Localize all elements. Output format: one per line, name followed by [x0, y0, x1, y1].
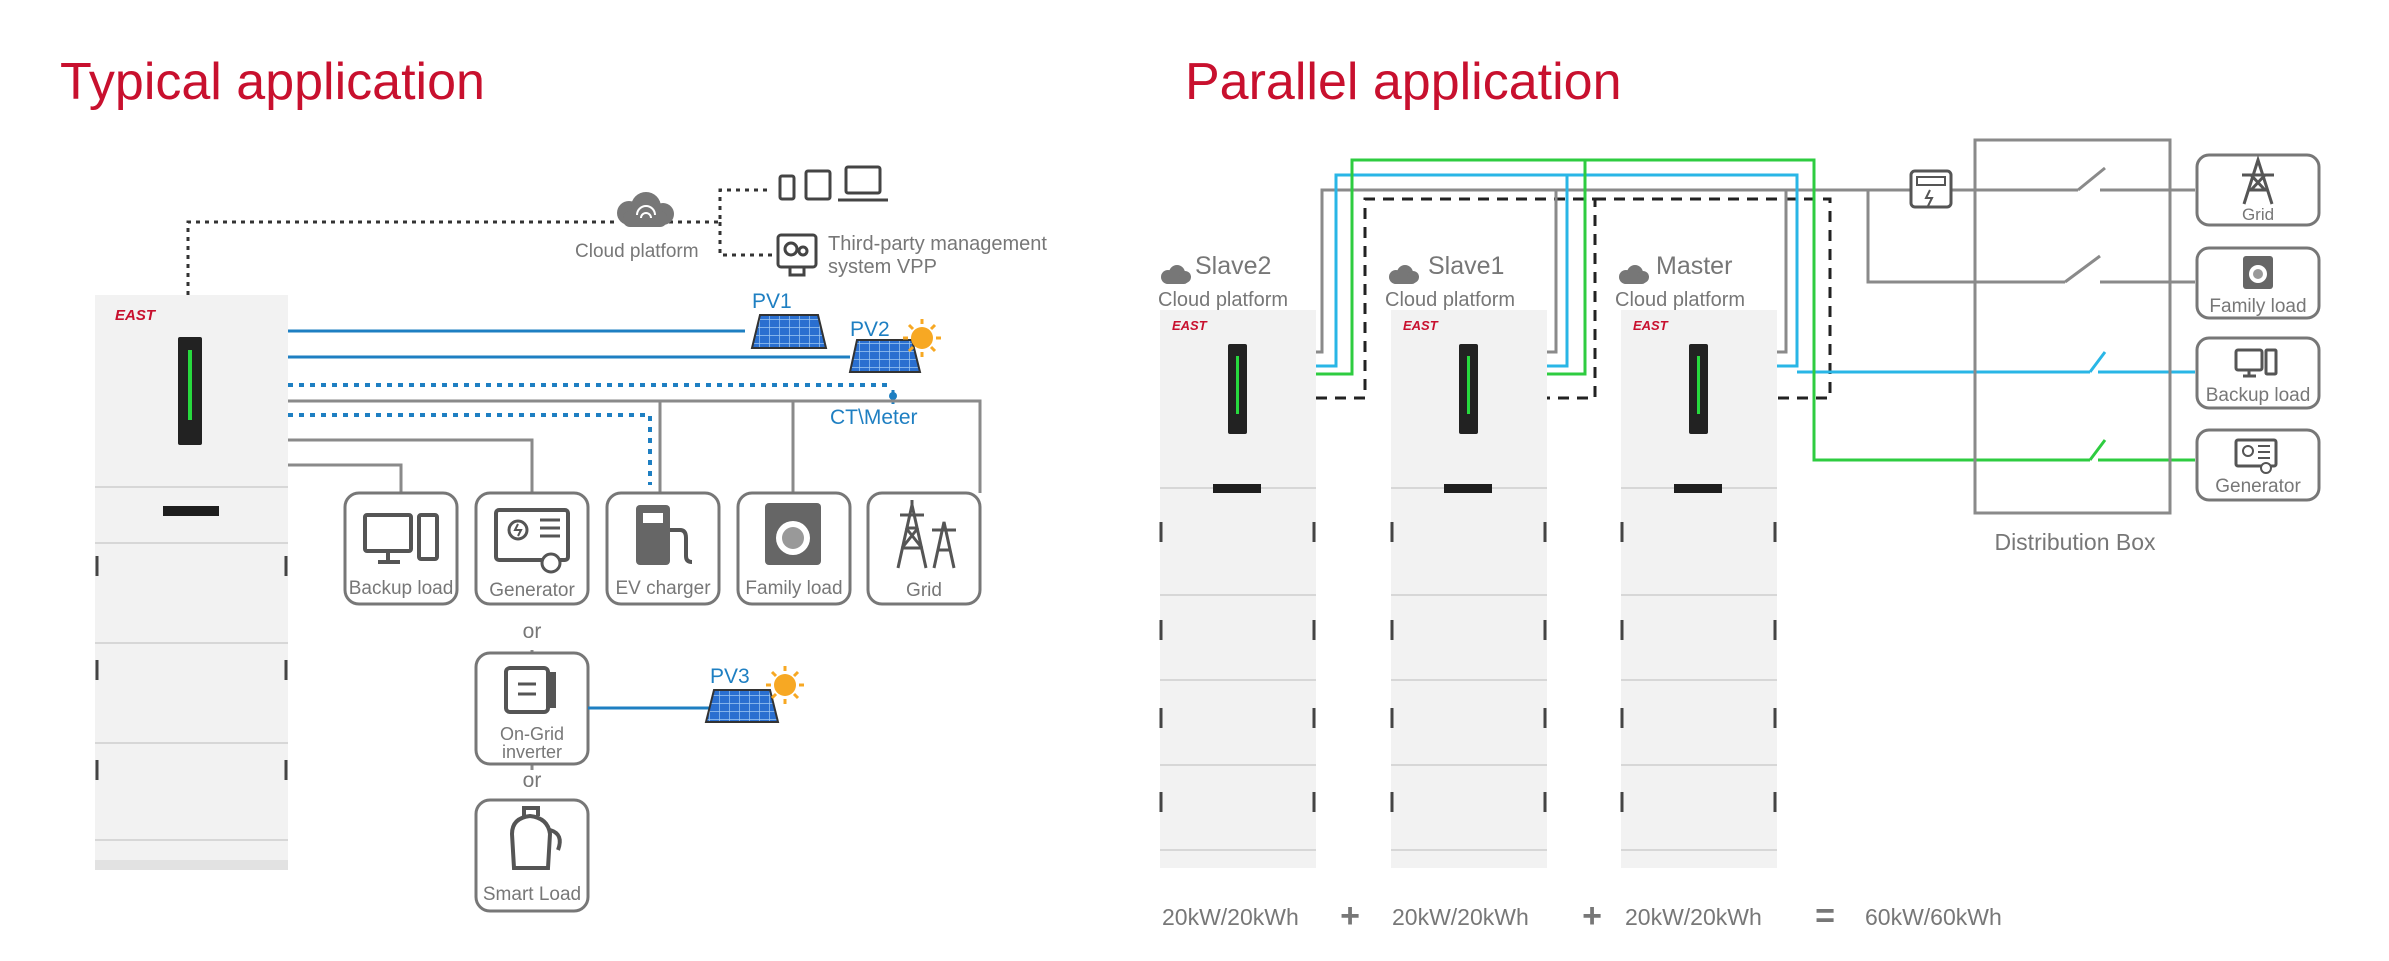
- equals-sign: =: [1815, 897, 1835, 935]
- cloud-links: [186, 188, 772, 295]
- slave1-cloud: Cloud platform: [1385, 289, 1515, 311]
- slave2-brand: EAST: [1172, 318, 1208, 333]
- load-grid-label: Grid: [906, 580, 942, 601]
- load-family-label: Family load: [745, 578, 842, 599]
- slave1-header: Slave1 Cloud platform: [1385, 252, 1515, 311]
- sun-icon: [903, 319, 941, 357]
- pv1-label: PV1: [752, 290, 792, 313]
- master-name: Master: [1656, 252, 1732, 280]
- devices-icon: [778, 165, 888, 202]
- or-label-1: or: [523, 620, 542, 643]
- typical-brand-logo: EAST: [115, 307, 157, 324]
- smart-load-label: Smart Load: [483, 884, 581, 905]
- vpp-label-line2: system VPP: [828, 256, 937, 278]
- pv3-label: PV3: [710, 665, 750, 688]
- tower-slave2: EAST: [1159, 310, 1316, 868]
- cloud-platform-label: Cloud platform: [575, 241, 699, 262]
- slave2-name: Slave2: [1195, 252, 1271, 280]
- load-grid: Grid: [866, 491, 982, 606]
- distribution-box-label: Distribution Box: [1994, 529, 2156, 555]
- parallel-section: EAST EAST EAST Sla: [1158, 138, 2321, 935]
- parallel-title: Parallel application: [1185, 53, 1622, 111]
- load-ev-charger: EV charger: [605, 491, 721, 606]
- plus-sign-2: +: [1582, 897, 1602, 935]
- output-grid: Grid: [2195, 153, 2321, 227]
- master-brand: EAST: [1633, 318, 1669, 333]
- meter-icon: [1909, 169, 1953, 209]
- output-generator-label: Generator: [2215, 476, 2301, 497]
- pv1-panel: [750, 314, 828, 349]
- sun-icon-2: [766, 666, 804, 704]
- master-header: Master Cloud platform: [1615, 252, 1745, 311]
- output-backup-load-label: Backup load: [2206, 385, 2311, 406]
- output-generator: Generator: [2195, 428, 2321, 502]
- cloud-icon: [1619, 265, 1649, 284]
- output-backup-load: Backup load: [2195, 336, 2321, 410]
- typical-title: Typical application: [60, 53, 485, 111]
- master-cloud: Cloud platform: [1615, 289, 1745, 311]
- pv3-panel: [704, 689, 780, 723]
- ongrid-label-line2: inverter: [502, 742, 562, 762]
- total-rating: 60kW/60kWh: [1865, 904, 2002, 930]
- or-label-2: or: [523, 769, 542, 792]
- master-rating: 20kW/20kWh: [1625, 904, 1762, 930]
- output-family-load: Family load: [2195, 246, 2321, 320]
- comm-link: [1316, 197, 1832, 400]
- load-backup: Backup load: [343, 491, 459, 606]
- slave2-cloud: Cloud platform: [1158, 289, 1288, 311]
- ongrid-label-line1: On-Grid: [500, 724, 564, 744]
- led-indicator: [163, 506, 219, 516]
- load-ev-charger-label: EV charger: [615, 578, 711, 599]
- output-family-load-label: Family load: [2209, 296, 2306, 317]
- load-backup-label: Backup load: [349, 578, 454, 599]
- pv2-label: PV2: [850, 318, 890, 341]
- slave2-rating: 20kW/20kWh: [1162, 904, 1299, 930]
- vpp-label-line1: Third-party management: [828, 233, 1047, 255]
- tower-master: EAST: [1620, 310, 1777, 868]
- ct-meter-label: CT\Meter: [830, 406, 918, 429]
- cloud-icon: [617, 192, 674, 227]
- vpp-icon: [776, 233, 818, 277]
- slave1-brand: EAST: [1403, 318, 1439, 333]
- ongrid-inverter: On-Grid inverter: [474, 651, 590, 766]
- typical-section: Cloud platform Third-party management sy…: [95, 165, 1047, 913]
- cloud-icon: [1389, 265, 1419, 284]
- smart-load: Smart Load: [474, 798, 590, 913]
- cloud-icon: [1161, 265, 1191, 284]
- typical-battery-tower: EAST: [95, 295, 288, 870]
- load-generator: Generator: [474, 491, 590, 606]
- plus-sign-1: +: [1340, 897, 1360, 935]
- load-family: Family load: [736, 491, 852, 606]
- tower-slave1: EAST: [1390, 310, 1547, 868]
- output-grid-label: Grid: [2242, 205, 2274, 224]
- slave1-name: Slave1: [1428, 252, 1504, 280]
- load-generator-label: Generator: [489, 580, 575, 601]
- distribution-box: [1973, 138, 2172, 515]
- pv2-panel: [848, 339, 922, 373]
- slave2-header: Slave2 Cloud platform: [1158, 252, 1288, 311]
- slave1-rating: 20kW/20kWh: [1392, 904, 1529, 930]
